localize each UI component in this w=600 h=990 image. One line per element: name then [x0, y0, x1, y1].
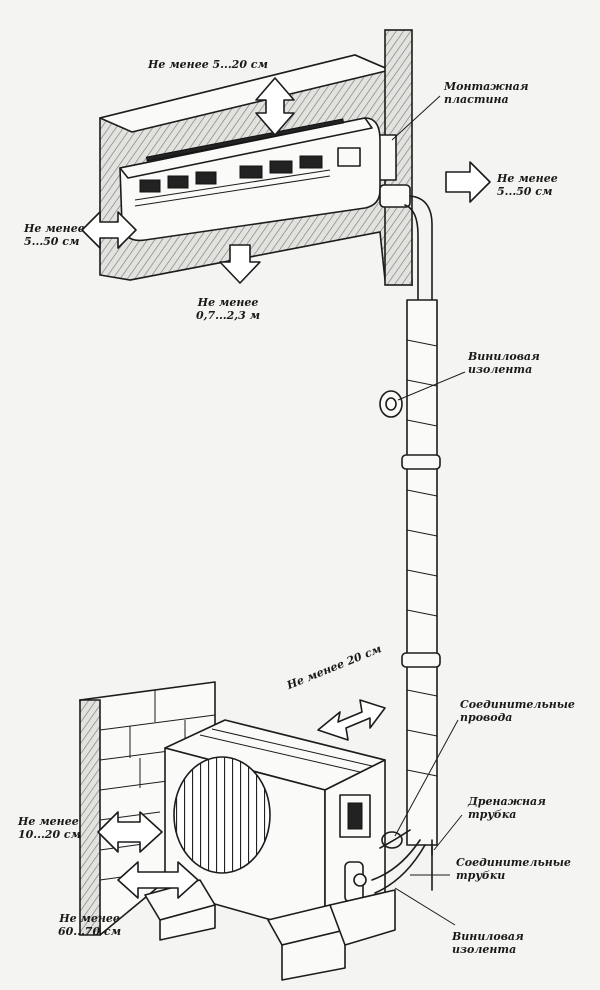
label-vinyl-tape-top: Виниловая изолента — [468, 350, 540, 376]
label-right-clearance: Не менее 5...50 см — [497, 172, 558, 198]
pipe-clamp-lower — [401, 652, 441, 668]
indoor-unit — [119, 117, 411, 242]
fan-grille — [173, 756, 271, 874]
label-mounting-plate: Монтажная пластина — [444, 80, 529, 106]
label-connecting-wires: Соединительные провода — [460, 698, 575, 724]
indoor-unit-louvers — [134, 155, 331, 207]
vinyl-tape-roll — [379, 390, 403, 418]
pipe-bundle — [379, 195, 441, 891]
arrow-outdoor-rear — [317, 699, 386, 741]
leader-lines — [391, 95, 466, 926]
arrow-left-bidir — [81, 211, 137, 249]
arrow-outdoor-front — [117, 861, 199, 899]
label-outdoor-front-clearance: Не менее 60...70 см — [58, 912, 122, 938]
arrow-top-updown — [255, 77, 295, 136]
label-left-clearance: Не менее 5...50 см — [24, 222, 85, 248]
outdoor-unit-top-ribs — [199, 728, 373, 773]
arrow-outdoor-side — [97, 811, 163, 853]
service-panel — [339, 794, 371, 903]
label-floor-clearance: Не менее 0,7...2,3 м — [196, 296, 261, 322]
pipe-clamp-upper — [401, 454, 441, 470]
label-top-clearance: Не менее 5...20 см — [148, 58, 268, 71]
label-outdoor-side-clearance: Не менее 10...20 см — [18, 815, 82, 841]
label-vinyl-tape-bottom: Виниловая изолента — [452, 930, 524, 956]
arrow-right — [445, 161, 491, 203]
tape-wraps — [406, 339, 438, 777]
arrow-down — [219, 244, 261, 284]
label-connecting-tubes: Соединительные трубки — [456, 856, 571, 882]
label-drain-tube: Дренажная трубка — [468, 795, 546, 821]
outdoor-base-blocks — [144, 879, 396, 981]
outdoor-unit — [164, 719, 426, 936]
